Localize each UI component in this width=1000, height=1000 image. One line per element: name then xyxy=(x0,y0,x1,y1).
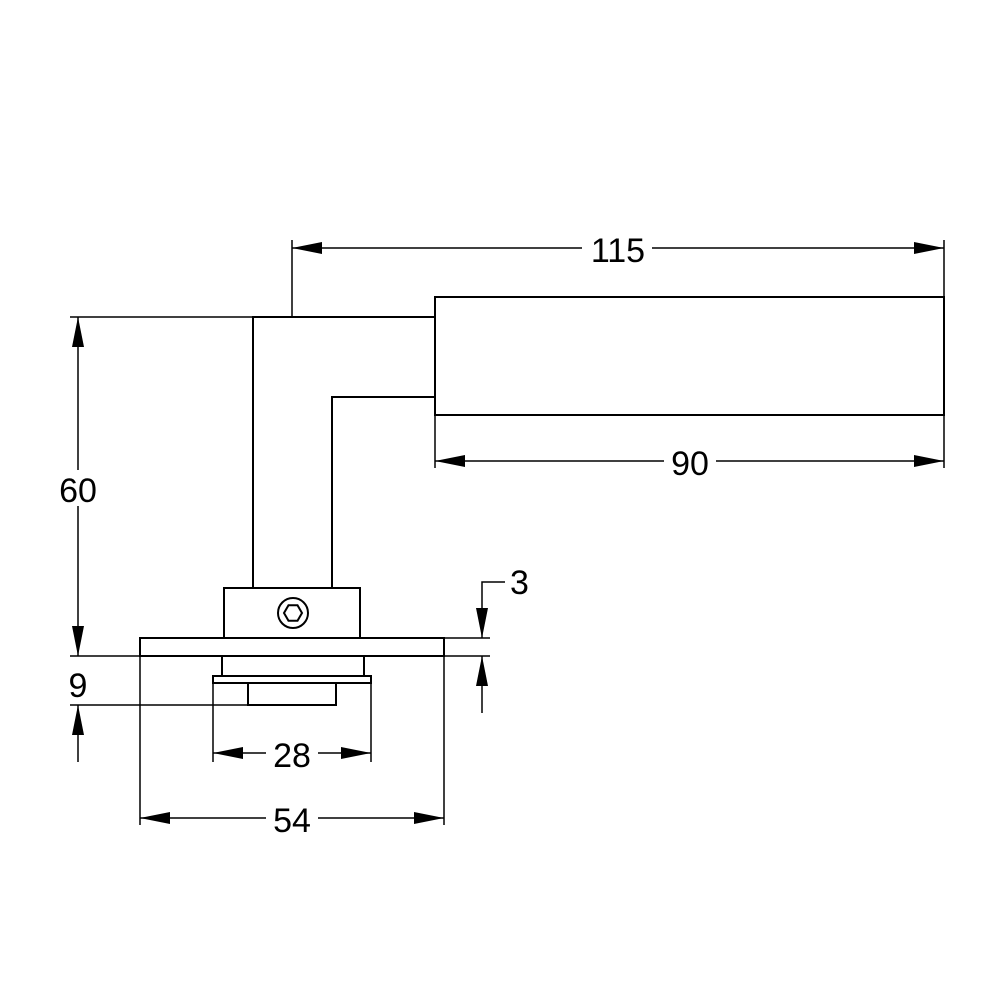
dimension-overall-length: 115 xyxy=(291,230,945,317)
dimension-label-base-height: 9 xyxy=(69,667,88,705)
dimension-label-height: 60 xyxy=(59,472,97,510)
washer xyxy=(212,675,372,684)
neck-inner-profile xyxy=(331,396,436,589)
dimension-label-rose-thickness: 3 xyxy=(510,564,529,602)
dimension-label-lever-length: 90 xyxy=(671,445,709,483)
neck-outer-profile xyxy=(252,316,436,589)
dimension-inner-diameter: 28 xyxy=(212,683,372,775)
dimension-label-inner-diameter: 28 xyxy=(273,737,311,775)
dimension-height: 60 xyxy=(52,316,253,657)
dimension-base-height: 9 xyxy=(69,667,248,762)
rose-plate xyxy=(139,637,445,657)
dimension-rose-diameter: 54 xyxy=(139,656,445,840)
dimension-lever-length: 90 xyxy=(434,415,945,483)
hex-socket-icon xyxy=(282,604,304,622)
lever-grip xyxy=(434,296,945,416)
hub-block xyxy=(223,587,361,639)
dimension-label-rose-diameter: 54 xyxy=(273,802,311,840)
lever-handle-outline xyxy=(252,296,945,589)
base-spigot xyxy=(247,682,337,706)
spindle-collar xyxy=(221,655,365,677)
rose-assembly xyxy=(139,587,445,706)
dimension-label-overall-length: 115 xyxy=(591,232,645,270)
grub-screw-circle xyxy=(277,597,309,629)
dimension-rose-thickness: 3 xyxy=(444,564,529,713)
